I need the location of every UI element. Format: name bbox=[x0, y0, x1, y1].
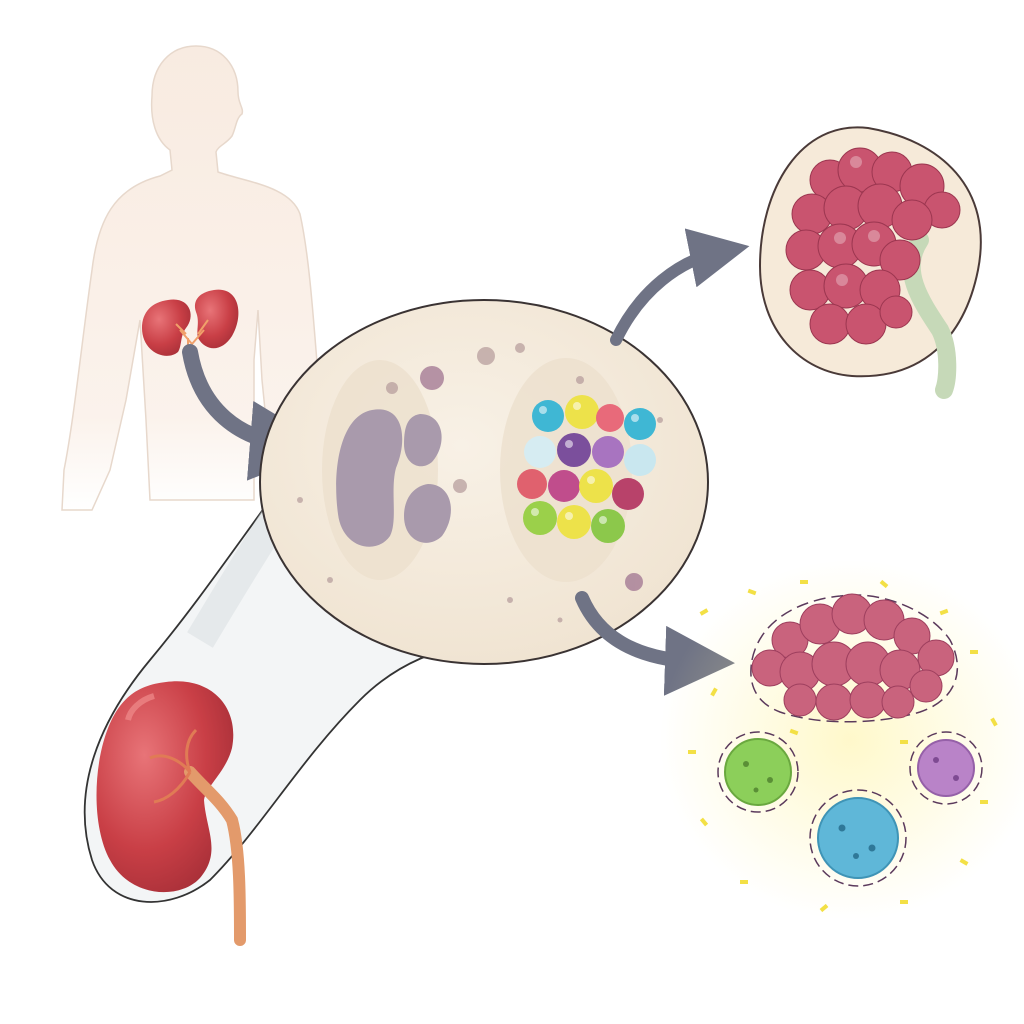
purple-immune-cell bbox=[909, 731, 983, 805]
immune-cell-icons bbox=[717, 731, 983, 887]
green-immune-cell bbox=[717, 731, 799, 813]
blue-immune-cell bbox=[809, 789, 907, 887]
enlarged-kidney-icon bbox=[96, 681, 246, 946]
halo-sparkles bbox=[688, 579, 998, 913]
tumor-mass-icon bbox=[750, 593, 959, 723]
multicolor-granule-cluster-icon bbox=[517, 395, 656, 543]
kidney-pair-icon bbox=[142, 289, 239, 356]
flow-arrow-cell-to-tumor bbox=[610, 228, 750, 346]
cytoplasm-speckles bbox=[297, 343, 663, 623]
renal-tumor-icon bbox=[758, 126, 982, 399]
nucleus-lobes bbox=[336, 409, 451, 547]
magnified-cell-icon bbox=[259, 299, 709, 665]
